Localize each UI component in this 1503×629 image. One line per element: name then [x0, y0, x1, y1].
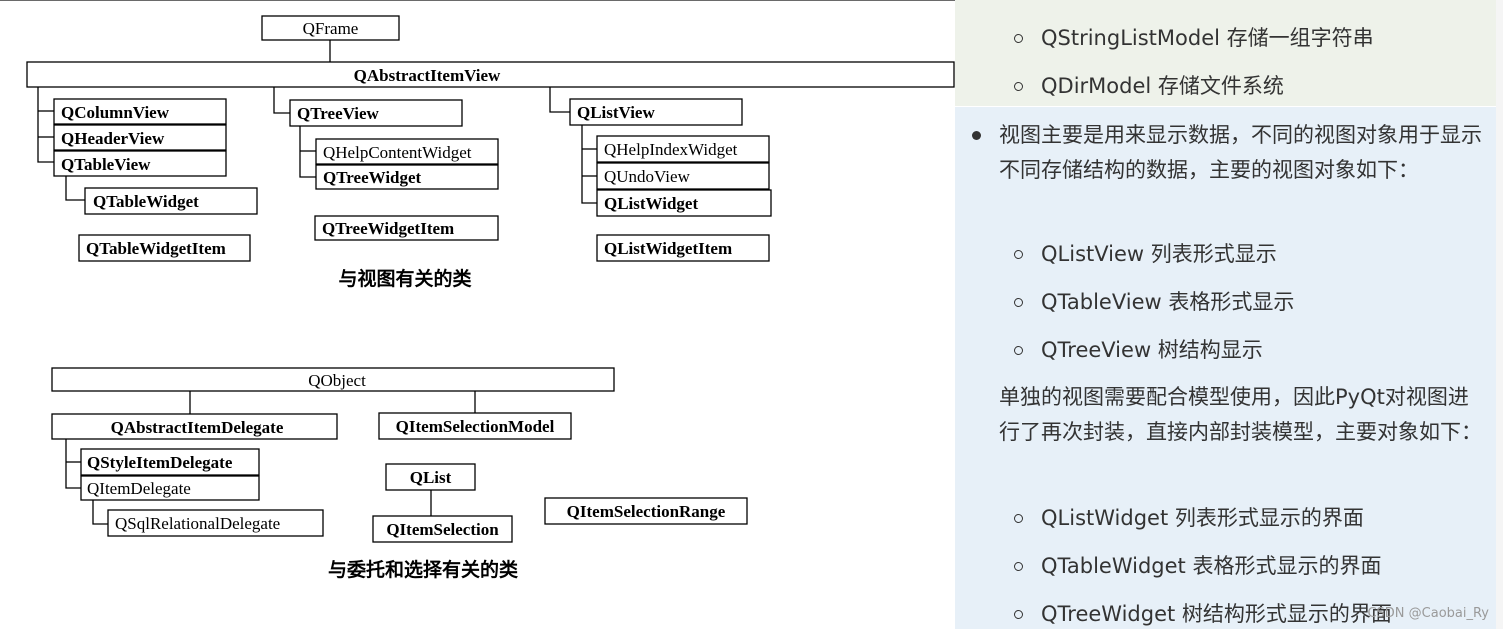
svg-text:QColumnView: QColumnView [61, 103, 170, 122]
svg-text:QHelpIndexWidget: QHelpIndexWidget [604, 140, 738, 159]
top-border [0, 0, 955, 1]
scrollbar[interactable] [1496, 0, 1503, 629]
node-qstyleditemdelegate: QStyleItemDelegate [80, 448, 260, 476]
svg-text:QListWidget: QListWidget [604, 194, 698, 213]
node-qtablewidgetitem: QTableWidgetItem [78, 234, 251, 262]
node-qabstractitemview: QAbstractItemView [26, 61, 955, 88]
list-item: QTableWidget 表格形式显示的界面 [1013, 554, 1382, 578]
node-qheaderview: QHeaderView [53, 124, 227, 151]
node-qitemselection: QItemSelection [372, 515, 513, 543]
svg-text:QItemSelection: QItemSelection [386, 520, 499, 539]
list-item: QListView 列表形式显示 [1014, 242, 1277, 266]
class-hierarchy-diagrams: QFrame QAbstractItemView QColumnView QHe… [26, 15, 955, 581]
node-qlistview: QListView [569, 98, 743, 126]
node-qlistwidgetitem: QListWidgetItem [596, 234, 770, 262]
view-class-diagram: QFrame QAbstractItemView QColumnView QHe… [26, 15, 955, 290]
node-qlist: QList [385, 463, 476, 491]
svg-text:QUndoView: QUndoView [604, 167, 691, 186]
node-qobject: QObject [51, 367, 615, 392]
list-item: QStringListModel 存储一组字符串 [1014, 26, 1374, 50]
view-diagram-caption: 与视图有关的类 [338, 267, 471, 290]
node-qtreeview: QTreeView [289, 99, 463, 127]
node-qitemdelegate: QItemDelegate [80, 475, 260, 501]
node-qsqlrelationaldelegate: QSqlRelationalDelegate [107, 509, 324, 537]
svg-text:QStyleItemDelegate: QStyleItemDelegate [87, 453, 233, 472]
svg-text:QAbstractItemView: QAbstractItemView [354, 66, 501, 85]
node-qhelpcontentwidget: QHelpContentWidget [315, 138, 499, 165]
svg-text:QItemSelectionModel: QItemSelectionModel [396, 417, 555, 436]
svg-text:QTreeWidget: QTreeWidget [323, 168, 422, 187]
class-diagrams-panel: QFrame QAbstractItemView QColumnView QHe… [0, 0, 955, 581]
node-qtablewidget: QTableWidget [84, 187, 258, 215]
widget-paragraph: 单独的视图需要配合模型使用，因此PyQt对视图进行了再次封装，直接内部封装模型，… [999, 385, 1482, 444]
list-item: QTreeView 树结构显示 [1014, 338, 1263, 362]
list-item: QListWidget 列表形式显示的界面 [1014, 506, 1364, 530]
svg-text:QSqlRelationalDelegate: QSqlRelationalDelegate [115, 514, 280, 533]
node-qtreewidgetitem: QTreeWidgetItem [314, 215, 499, 241]
node-qundoview: QUndoView [596, 162, 770, 190]
node-qlistwidget: QListWidget [596, 189, 772, 217]
list-item: QTableView 表格形式显示 [1013, 290, 1295, 314]
watermark: CSDN @Caobai_Ry [1367, 606, 1489, 621]
model-list-block: QStringListModel 存储一组字符串 QDirModel 存储文件系… [955, 0, 1496, 107]
list-item: QDirModel 存储文件系统 [1014, 74, 1284, 98]
view-list-block [955, 107, 1496, 629]
svg-text:QFrame: QFrame [303, 19, 359, 38]
svg-text:QTreeView: QTreeView [297, 104, 380, 123]
node-qframe: QFrame [261, 15, 400, 41]
svg-text:QListWidgetItem: QListWidgetItem [604, 239, 732, 258]
svg-text:QItemDelegate: QItemDelegate [87, 479, 191, 498]
svg-text:QListView: QListView [577, 103, 655, 122]
delegate-diagram-caption: 与委托和选择有关的类 [328, 558, 518, 581]
svg-text:QTreeWidgetItem: QTreeWidgetItem [322, 219, 454, 238]
svg-text:QAbstractItemDelegate: QAbstractItemDelegate [111, 418, 284, 437]
svg-text:QTableWidgetItem: QTableWidgetItem [86, 239, 226, 258]
svg-text:QHelpContentWidget: QHelpContentWidget [323, 143, 472, 162]
node-qabstractitemdelegate: QAbstractItemDelegate [51, 413, 338, 440]
svg-text:QTableView: QTableView [61, 155, 151, 174]
article-panel: QStringListModel 存储一组字符串 QDirModel 存储文件系… [955, 0, 1503, 629]
svg-text:QTableWidget: QTableWidget [93, 192, 199, 211]
delegate-class-diagram: QObject QAbstractItemDelegate QStyleItem… [51, 367, 748, 581]
svg-text:QObject: QObject [308, 371, 366, 390]
node-qitemselectionrange: QItemSelectionRange [544, 497, 748, 525]
node-qtableview: QTableView [53, 150, 227, 177]
node-qhelpindexwidget: QHelpIndexWidget [596, 135, 770, 163]
view-bullet-text: 视图主要是用来显示数据，不同的视图对象用于显示不同存储结构的数据，主要的视图对象… [972, 118, 1489, 188]
svg-text:QHeaderView: QHeaderView [61, 129, 165, 148]
node-qcolumnview: QColumnView [53, 98, 227, 125]
list-item: QTreeWidget 树结构形式显示的界面 [1014, 602, 1392, 626]
node-qtreewidget: QTreeWidget [315, 164, 499, 190]
node-qitemselectionmodel: QItemSelectionModel [378, 412, 572, 440]
svg-text:QItemSelectionRange: QItemSelectionRange [567, 502, 726, 521]
svg-text:QList: QList [410, 468, 452, 487]
